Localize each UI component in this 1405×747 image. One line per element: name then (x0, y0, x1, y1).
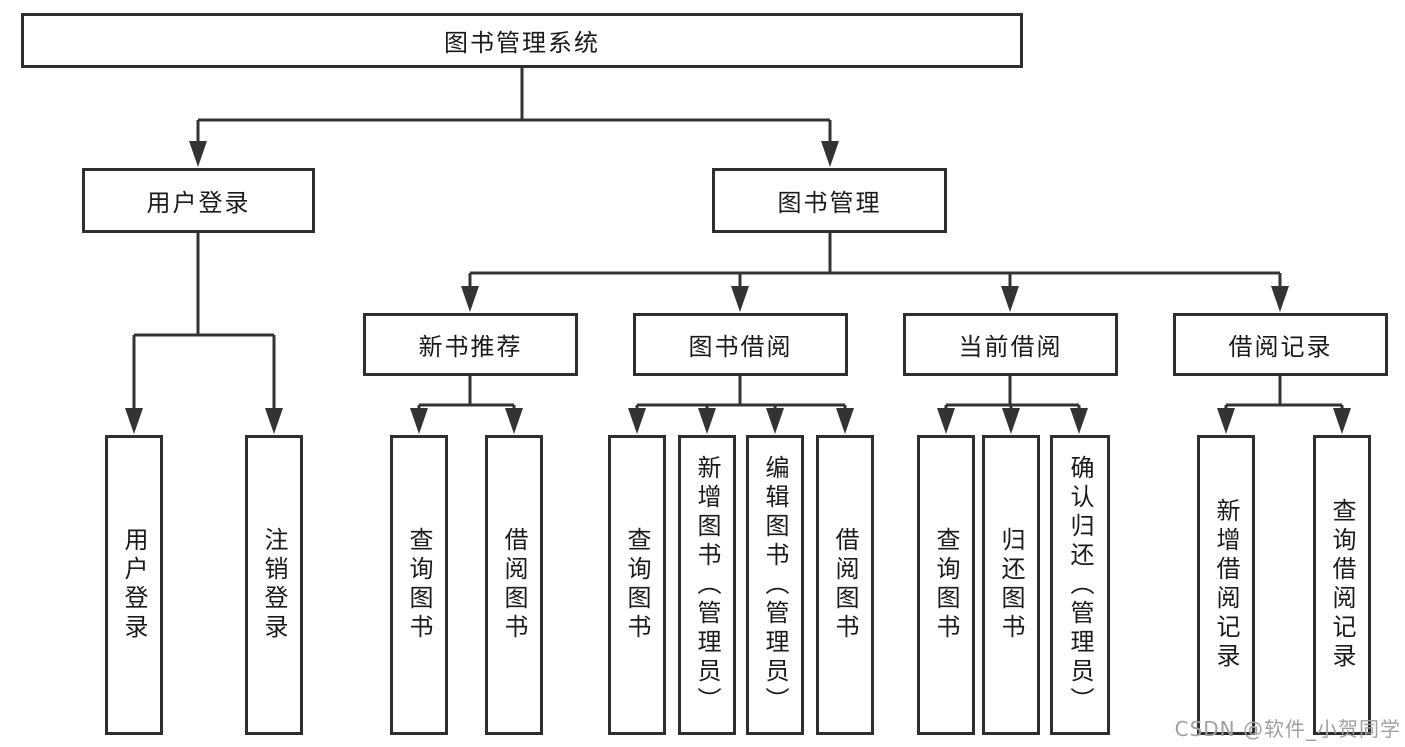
node-current-borrowing: 当前借阅 (903, 313, 1118, 376)
leaf-query-books-borrow: 查询图书 (608, 435, 666, 735)
leaf-query-books-current: 查询图书 (917, 435, 975, 735)
csdn-watermark: CSDN @软件_小贺同学 (1174, 717, 1401, 741)
node-book-borrowing: 图书借阅 (633, 313, 848, 376)
leaf-confirm-return-admin: 确认归还（管理员） (1050, 435, 1110, 735)
leaf-return-book: 归还图书 (982, 435, 1040, 735)
leaf-logout: 注销登录 (245, 435, 303, 735)
arrowheads (125, 141, 1351, 434)
node-new-book-recommendation: 新书推荐 (363, 313, 578, 376)
leaf-query-borrow-record: 查询借阅记录 (1313, 435, 1371, 735)
node-user-login: 用户登录 (82, 168, 315, 233)
node-book-management: 图书管理 (712, 168, 947, 233)
leaf-add-book-admin: 新增图书（管理员） (678, 435, 736, 735)
leaf-user-login: 用户登录 (105, 435, 163, 735)
leaf-query-books-recommend: 查询图书 (390, 435, 448, 735)
leaf-add-borrow-record: 新增借阅记录 (1197, 435, 1255, 735)
leaf-borrow-books: 借阅图书 (816, 435, 874, 735)
node-borrowing-records: 借阅记录 (1173, 313, 1388, 376)
leaf-borrow-books-recommend: 借阅图书 (485, 435, 543, 735)
node-library-management-system: 图书管理系统 (21, 13, 1023, 68)
leaf-edit-book-admin: 编辑图书（管理员） (746, 435, 804, 735)
